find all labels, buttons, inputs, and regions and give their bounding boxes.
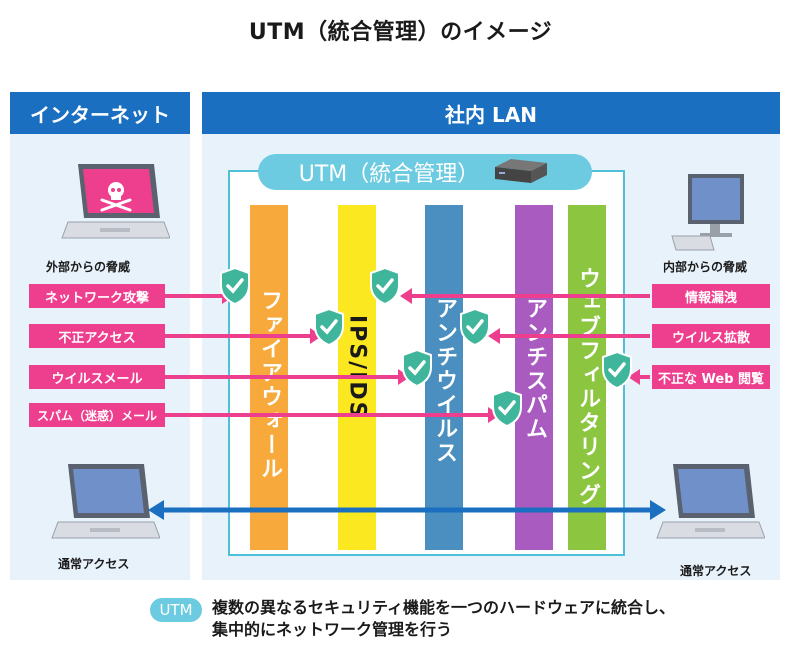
footer-description-line2: 集中的にネットワーク管理を行う xyxy=(212,620,453,639)
bar-webfilter-label: ウェブフィルタリング xyxy=(575,267,600,507)
internal-threat-arrows xyxy=(412,294,650,379)
footer-utm-badge: UTM xyxy=(150,598,202,622)
bar-firewall-label: ファイアウォール xyxy=(257,289,282,481)
shield-check-icon xyxy=(370,266,400,306)
normal-access-left-label: 通常アクセス xyxy=(58,557,130,571)
utm-pill-label: UTM（統合管理） xyxy=(298,162,480,187)
internet-zone-header: インターネット xyxy=(10,92,190,134)
shield-check-icon xyxy=(460,307,490,347)
threat-label-external-1: ネットワーク攻撃 xyxy=(29,284,165,308)
server-appliance-icon xyxy=(495,159,548,183)
threat-label-internal-1: 情報漏洩 xyxy=(652,284,770,308)
laptop-icon xyxy=(656,464,765,539)
threat-label-external-4: スパム（迷惑）メール xyxy=(29,403,165,427)
shield-check-icon xyxy=(220,266,250,306)
bar-antispam-label: アンチスパム xyxy=(522,297,547,441)
internal-threat-caption: 内部からの脅威 xyxy=(663,260,748,274)
bar-antivirus: アンチウイルス xyxy=(425,205,463,550)
internal-arrowheads xyxy=(400,288,640,385)
shield-check-icon xyxy=(602,350,632,390)
page-title: UTM（統合管理）のイメージ xyxy=(248,20,553,45)
shield-check-icon xyxy=(492,388,522,428)
shield-check-icon xyxy=(314,307,344,347)
threat-label-internal-2: ウイルス拡散 xyxy=(652,324,770,348)
bar-antispam: アンチスパム xyxy=(515,205,553,550)
shield-check-icon xyxy=(402,348,432,388)
threat-label-external-3: ウイルスメール xyxy=(29,365,165,389)
threat-label-external-2: 不正アクセス xyxy=(29,324,165,348)
normal-access-right-label: 通常アクセス xyxy=(680,564,752,578)
external-threat-caption: 外部からの脅威 xyxy=(46,260,131,274)
utm-pill: UTM（統合管理） xyxy=(258,154,592,190)
normal-access-arrow xyxy=(148,500,666,520)
threat-label-internal-3: 不正な Web 閲覧 xyxy=(652,365,770,389)
bar-ips-ids-label: IPS/IDS xyxy=(344,315,370,420)
laptop-icon xyxy=(51,464,160,539)
external-threat-arrows xyxy=(165,294,488,417)
monitor-icon xyxy=(671,174,744,251)
bar-webfilter: ウェブフィルタリング xyxy=(568,205,606,550)
skull-icon xyxy=(100,182,132,212)
bar-antivirus-label: アンチウイルス xyxy=(432,297,457,465)
lan-zone-header: 社内 LAN xyxy=(202,92,780,134)
footer-description-line1: 複数の異なるセキュリティ機能を一つのハードウェアに統合し、 xyxy=(212,598,676,617)
